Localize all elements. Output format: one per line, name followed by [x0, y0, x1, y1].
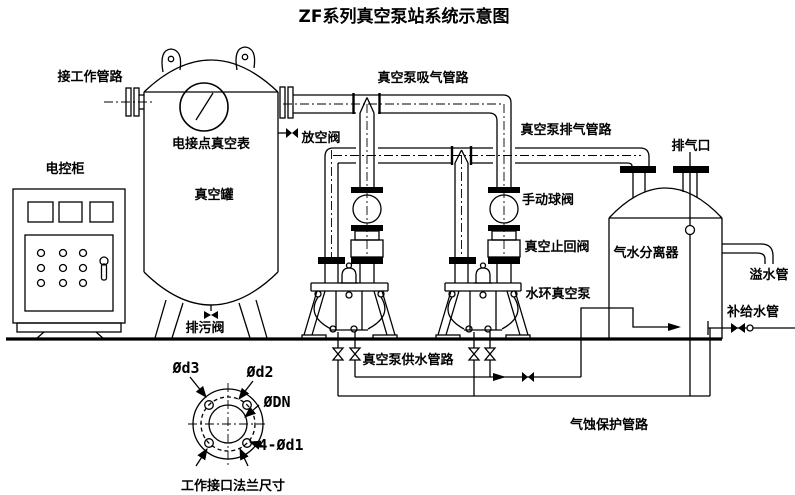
label-overflow-pipe: 溢水管 — [749, 267, 788, 283]
cabinet-handle — [99, 256, 109, 266]
label-vacuum-check-valve: 真空止回阀 — [524, 239, 589, 255]
bolt-hole — [204, 400, 214, 410]
label-exhaust-line: 真空泵排气管路 — [520, 122, 612, 138]
label-vacuum-tank: 真空罐 — [194, 187, 233, 203]
label-separator: 气水分离器 — [613, 245, 679, 261]
priming-bell — [475, 267, 491, 283]
manual-ball-valve-symbol — [352, 194, 382, 224]
control-cabinet — [12, 188, 126, 340]
label-contact-vacuum-gauge: 电接点真空表 — [172, 136, 251, 152]
label-exhaust-port: 排气口 — [671, 138, 710, 154]
gas-water-separator — [608, 152, 774, 396]
manual-ball-valve-symbol — [489, 194, 519, 224]
cabinet-window — [89, 201, 114, 223]
tank-dish — [143, 271, 279, 306]
vacuum-gauge-dial — [179, 82, 229, 132]
flow-arrow — [668, 323, 681, 331]
separator-dome — [608, 187, 723, 219]
exhaust-port-flange — [673, 166, 709, 173]
pump1-discharge-pipe — [324, 147, 334, 257]
bolt-hole — [204, 438, 214, 448]
gauge-needle — [195, 92, 214, 121]
suction-header-pipe — [279, 86, 512, 257]
water-ring-pump-2 — [435, 257, 531, 340]
drain-valve — [204, 305, 218, 319]
tank-dome — [143, 59, 279, 93]
vacuum-tank — [104, 46, 298, 339]
cabinet-window — [27, 201, 54, 223]
lifting-lug — [235, 46, 256, 71]
label-water-ring-pump: 水环真空泵 — [525, 286, 590, 302]
tank-outlet-flange — [279, 86, 286, 119]
label-control-cabinet: 电控柜 — [45, 161, 84, 177]
label-vent-valve: 放空阀 — [300, 130, 340, 146]
vent-valve — [278, 128, 298, 138]
flow-arrow — [493, 373, 506, 381]
label-cavitation-line: 气蚀保护管路 — [570, 417, 649, 433]
label-manual-ball-valve: 手动球阀 — [522, 192, 574, 208]
diagram-title: ZF系列真空泵站系统示意图 — [299, 6, 510, 27]
cabinet-panel — [24, 234, 114, 312]
label-suction-line: 真空泵吸气管路 — [377, 70, 469, 86]
pump1-valve-train — [350, 187, 384, 264]
dim-d3: Ød3 — [171, 359, 199, 377]
float-symbol — [684, 224, 696, 236]
flange-detail-caption: 工作接口法兰尺寸 — [181, 478, 285, 494]
dim-dn: ØDN — [262, 393, 290, 411]
exhaust-header-pipe — [324, 146, 656, 257]
priming-bell — [341, 267, 357, 283]
label-supply-line: 真空泵供水管路 — [362, 352, 454, 368]
flange-detail — [188, 376, 268, 467]
separator-inlet-flange — [620, 166, 656, 173]
makeup-water-line — [707, 321, 795, 335]
label-makeup-water-pipe: 补给水管 — [726, 304, 779, 320]
cabinet-window — [58, 201, 83, 223]
label-work-line: 接工作管路 — [57, 69, 123, 85]
overflow-pipe — [722, 243, 774, 264]
water-ring-pump-1 — [301, 257, 398, 340]
water-piping — [331, 307, 795, 397]
lifting-lug — [161, 48, 182, 73]
pump2-valve-train — [487, 187, 521, 264]
dim-d2: Ød2 — [245, 363, 273, 381]
dim-bolt-holes: 4-Ød1 — [258, 436, 303, 454]
label-drain-valve: 排污阀 — [185, 320, 224, 336]
